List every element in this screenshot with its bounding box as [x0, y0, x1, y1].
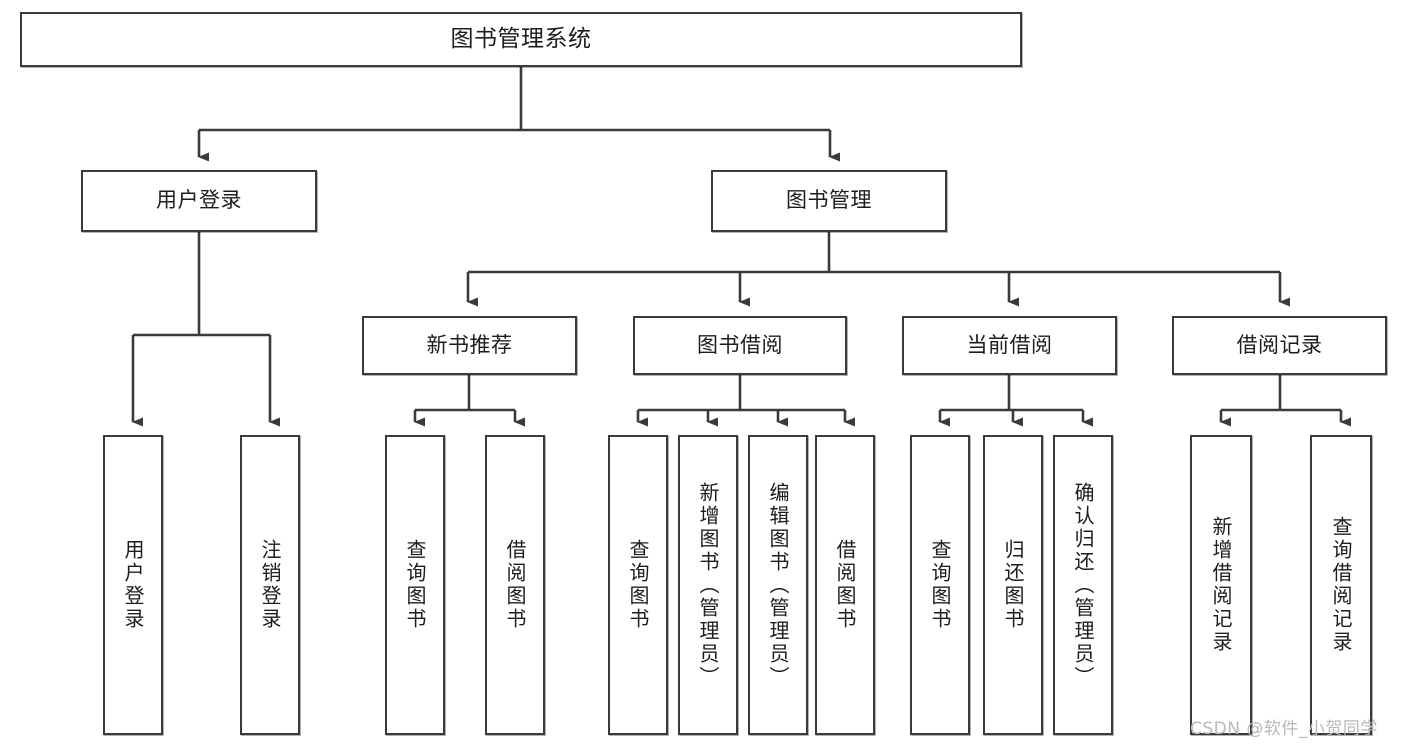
node-leaf-query-book-1-label: 查询图书: [403, 539, 427, 631]
node-leaf-borrow-book-1-label: 借阅图书: [503, 539, 527, 631]
node-current-borrow[interactable]: 当前借阅: [902, 316, 1117, 375]
node-book-manage[interactable]: 图书管理: [711, 170, 947, 232]
node-leaf-borrow-book-2-label: 借阅图书: [833, 539, 857, 631]
node-leaf-query-record-label: 查询借阅记录: [1329, 516, 1353, 654]
node-book-borrow-label: 图书借阅: [697, 332, 783, 357]
node-leaf-query-book-2[interactable]: 查询图书: [608, 435, 668, 735]
node-leaf-confirm-return[interactable]: 确认归还（管理员）: [1053, 435, 1113, 735]
node-user-login-label: 用户登录: [156, 188, 242, 213]
node-leaf-query-book-2-label: 查询图书: [626, 539, 650, 631]
node-leaf-borrow-book-1[interactable]: 借阅图书: [485, 435, 545, 735]
node-leaf-query-record[interactable]: 查询借阅记录: [1310, 435, 1372, 735]
node-leaf-add-book[interactable]: 新增图书（管理员）: [678, 435, 738, 735]
node-leaf-edit-book[interactable]: 编辑图书（管理员）: [748, 435, 808, 735]
node-leaf-user-login-label: 用户登录: [121, 539, 145, 631]
node-leaf-query-book-3-label: 查询图书: [928, 539, 952, 631]
node-borrow-record[interactable]: 借阅记录: [1172, 316, 1387, 375]
node-leaf-edit-book-label: 编辑图书（管理员）: [766, 481, 790, 689]
node-new-book-recommend-label: 新书推荐: [426, 332, 513, 357]
node-current-borrow-label: 当前借阅: [966, 332, 1053, 357]
node-leaf-add-record-label: 新增借阅记录: [1209, 516, 1233, 654]
node-leaf-logout-label: 注销登录: [258, 539, 282, 631]
node-user-login[interactable]: 用户登录: [81, 170, 317, 232]
node-leaf-borrow-book-2[interactable]: 借阅图书: [815, 435, 875, 735]
node-leaf-add-book-label: 新增图书（管理员）: [696, 481, 720, 689]
node-leaf-query-book-3[interactable]: 查询图书: [910, 435, 970, 735]
node-leaf-logout[interactable]: 注销登录: [240, 435, 300, 735]
node-root-label: 图书管理系统: [450, 26, 592, 53]
node-root[interactable]: 图书管理系统: [20, 12, 1022, 67]
node-leaf-user-login[interactable]: 用户登录: [103, 435, 163, 735]
node-leaf-return-book[interactable]: 归还图书: [983, 435, 1043, 735]
node-new-book-recommend[interactable]: 新书推荐: [362, 316, 577, 375]
node-leaf-confirm-return-label: 确认归还（管理员）: [1071, 481, 1095, 689]
node-book-borrow[interactable]: 图书借阅: [633, 316, 847, 375]
node-book-manage-label: 图书管理: [786, 188, 872, 213]
node-leaf-query-book-1[interactable]: 查询图书: [385, 435, 445, 735]
node-leaf-add-record[interactable]: 新增借阅记录: [1190, 435, 1252, 735]
node-leaf-return-book-label: 归还图书: [1001, 539, 1025, 631]
node-borrow-record-label: 借阅记录: [1236, 332, 1323, 357]
